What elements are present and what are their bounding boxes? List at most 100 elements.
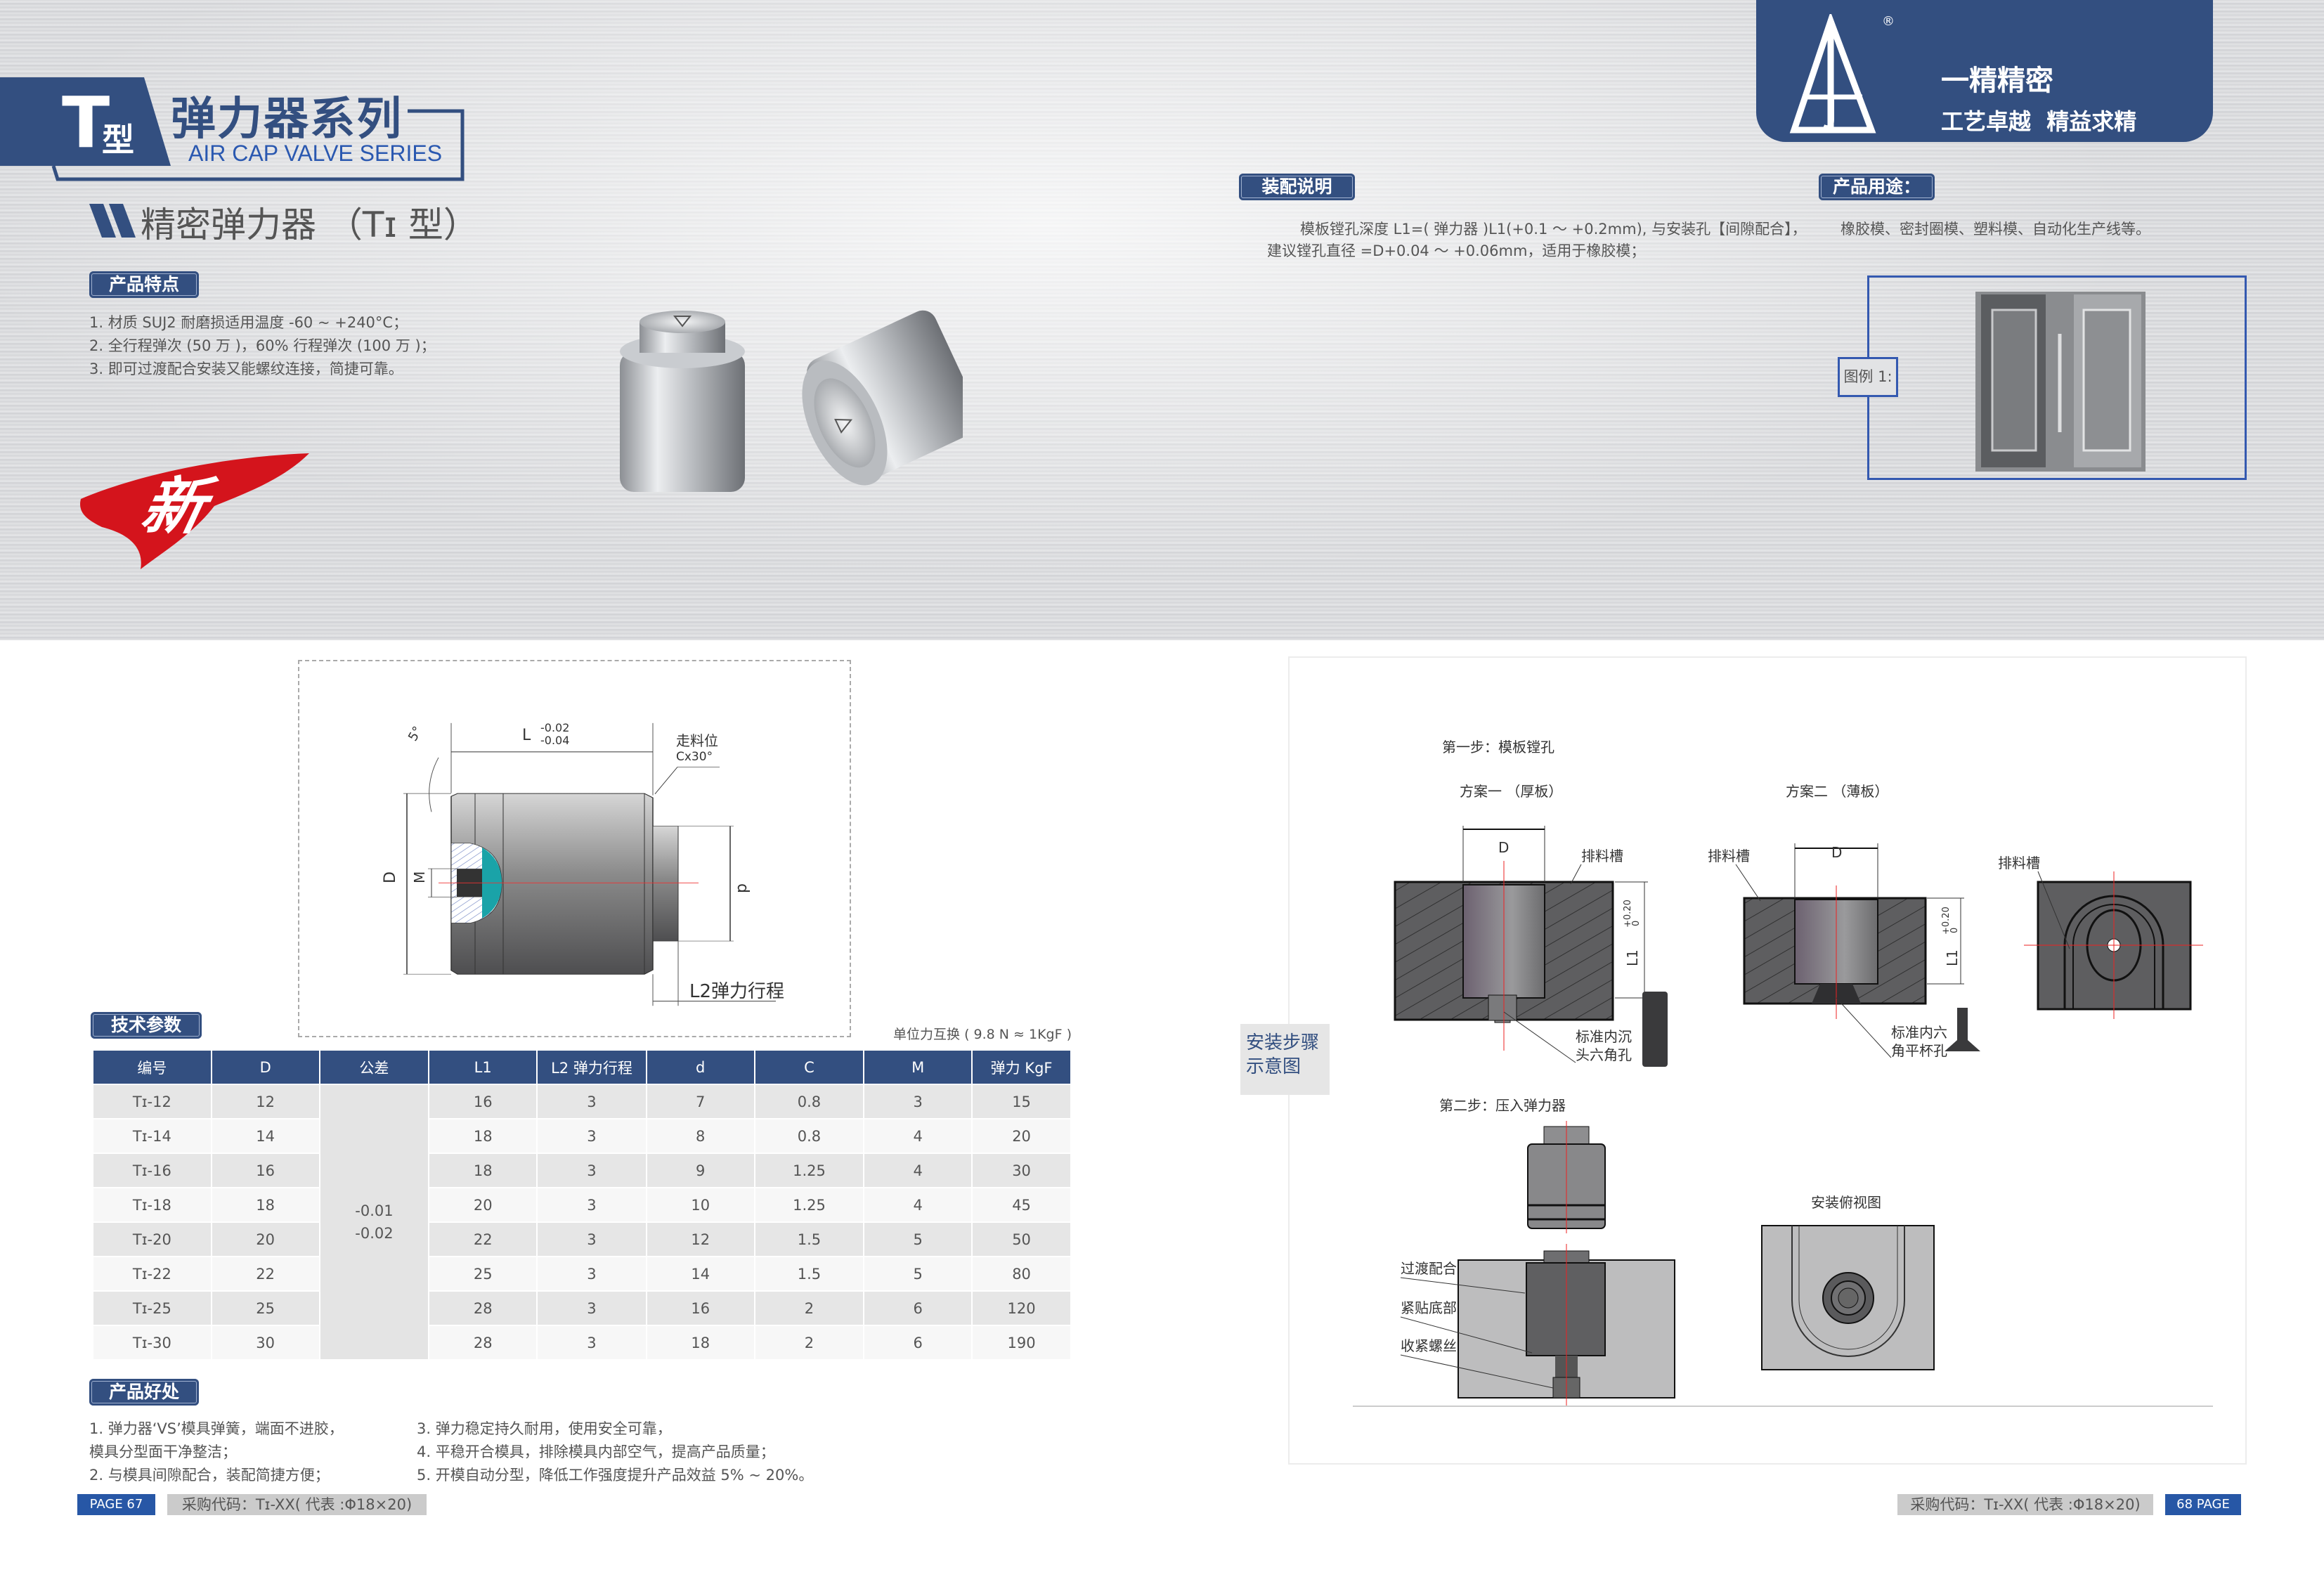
table-cell: 1.25	[753, 1153, 865, 1188]
table-cell: 3	[536, 1153, 647, 1188]
table-cell: 5	[863, 1221, 973, 1257]
plan2-slot-label: 排料槽	[1708, 848, 1750, 864]
table-cell: 20	[210, 1221, 320, 1257]
table-cell: 4	[863, 1153, 973, 1188]
tighten-label: 收紧螺丝	[1401, 1337, 1457, 1354]
table-cell: 190	[971, 1325, 1072, 1361]
install-diagram: 第一步：模板镗孔 方案一 （厚板） 方案二 （薄板） D L1 +0.20 0 …	[1353, 739, 2213, 1407]
table-cell: 20	[428, 1187, 538, 1223]
dim-L2: L2弹力行程	[689, 981, 784, 1002]
benefit-item: 4. 平稳开合模具，排除模具内部空气，提高产品质量；	[417, 1443, 775, 1460]
table-cell: 16	[428, 1084, 538, 1120]
table-cell: 16	[210, 1153, 320, 1188]
type-suffix: 型	[102, 121, 134, 159]
page-number-left: PAGE 67	[77, 1494, 155, 1515]
table-cell: Tɪ-12	[92, 1084, 212, 1120]
plan2-dim-L1: L1	[1944, 949, 1961, 966]
table-cell: 5	[863, 1256, 973, 1292]
order-code-left: 采购代码：Tɪ-XX( 代表 :Φ18×20)	[167, 1494, 427, 1515]
logo-slogan-2: 工艺卓越 精益求精	[1941, 108, 2137, 135]
table-cell: 12	[210, 1084, 320, 1120]
dim-d: d	[734, 883, 751, 893]
table-cell: 16	[645, 1290, 755, 1326]
table-cell: 1.5	[753, 1256, 865, 1292]
feature-item: 1. 材质 SUJ2 耐磨损适用温度 -60 ~ +240°C；	[89, 314, 408, 331]
table-cell: 50	[971, 1221, 1072, 1257]
fit-label: 过渡配合	[1401, 1260, 1457, 1277]
table-cell: Tɪ-14	[92, 1118, 212, 1154]
benefits-badge: 产品好处	[89, 1379, 199, 1406]
table-cell: Tɪ-18	[92, 1187, 212, 1223]
table-cell: 0.8	[753, 1118, 865, 1154]
column-header: L1	[428, 1049, 538, 1085]
table-cell: 3	[536, 1221, 647, 1257]
logo-slogan-1: 一精精密	[1941, 65, 2053, 97]
plan2-tol-low: 0	[1949, 928, 1960, 933]
table-cell: 22	[428, 1221, 538, 1257]
series-subtitle-en: AIR CAP VALVE SERIES	[188, 141, 443, 166]
column-header: D	[210, 1049, 320, 1085]
table-cell: 45	[971, 1187, 1072, 1223]
new-brush-badge	[80, 453, 310, 569]
table-cell: 18	[428, 1153, 538, 1188]
table-cell: 22	[210, 1256, 320, 1292]
plan1-tol-up: +0.20	[1623, 900, 1633, 928]
dim-M: M	[411, 871, 428, 883]
step1-title: 第一步：模板镗孔	[1442, 739, 1554, 755]
table-cell: Tɪ-16	[92, 1153, 212, 1188]
table-cell: 12	[645, 1221, 755, 1257]
table-cell: 8	[645, 1118, 755, 1154]
top-view-title: 安装俯视图	[1811, 1194, 1881, 1211]
table-cell: 120	[971, 1290, 1072, 1326]
table-cell: 2	[753, 1290, 865, 1326]
dim-L-tol-upper: -0.02	[540, 721, 569, 734]
feature-item: 2. 全行程弹次 (50 万 )，60% 行程弹次 (100 万 )；	[89, 337, 436, 354]
registered-mark: ®	[1882, 14, 1895, 29]
plan3-slot-label: 排料槽	[1998, 855, 2040, 871]
tolerance-value: -0.01	[355, 1202, 394, 1219]
install-steps-label: 安装步骤示意图	[1240, 1024, 1330, 1095]
screw2-label-b: 角平杯孔	[1891, 1042, 1947, 1059]
table-cell: Tɪ-20	[92, 1221, 212, 1257]
column-header: C	[753, 1049, 865, 1085]
table-cell: 80	[971, 1256, 1072, 1292]
table-cell: 25	[428, 1256, 538, 1292]
install-steps-text: 安装步骤示意图	[1246, 1032, 1320, 1077]
chamfer-label: Cx30°	[676, 750, 713, 764]
product-subtitle: 精密弹力器 （Tɪ 型）	[141, 205, 479, 245]
dim-L-tol-lower: -0.04	[540, 734, 569, 747]
table-cell: 3	[536, 1084, 647, 1120]
table-cell: 9	[645, 1153, 755, 1188]
table-cell: 28	[428, 1325, 538, 1361]
table-cell: 4	[863, 1118, 973, 1154]
tolerance-cell: -0.01-0.02	[318, 1084, 430, 1361]
benefit-item: 2. 与模具间隙配合，装配简捷方便；	[89, 1467, 330, 1484]
feature-item: 3. 即可过渡配合安装又能螺纹连接，简捷可靠。	[89, 361, 403, 377]
table-cell: 30	[971, 1153, 1072, 1188]
table-cell: 25	[210, 1290, 320, 1326]
plan1-title: 方案一 （厚板）	[1460, 783, 1562, 800]
table-cell: 0.8	[753, 1084, 865, 1120]
step2-title: 第二步：压入弹力器	[1439, 1097, 1566, 1114]
example-label: 图例 1:	[1838, 357, 1898, 397]
plan1-slot-label: 排料槽	[1581, 848, 1623, 864]
benefit-item: 3. 弹力稳定持久耐用，使用安全可靠，	[417, 1420, 672, 1437]
column-header: 公差	[318, 1049, 430, 1085]
table-cell: 18	[645, 1325, 755, 1361]
table-cell: 20	[971, 1118, 1072, 1154]
series-title: 弹力器系列	[171, 93, 403, 145]
plan1-tol-low: 0	[1631, 921, 1642, 926]
table-cell: 4	[863, 1187, 973, 1223]
drawing-frame	[298, 660, 851, 1037]
type-letter: T	[62, 82, 110, 164]
table-cell: 6	[863, 1325, 973, 1361]
benefit-item: 模具分型面干净整洁；	[89, 1443, 237, 1460]
specs-badge: 技术参数	[91, 1012, 202, 1039]
